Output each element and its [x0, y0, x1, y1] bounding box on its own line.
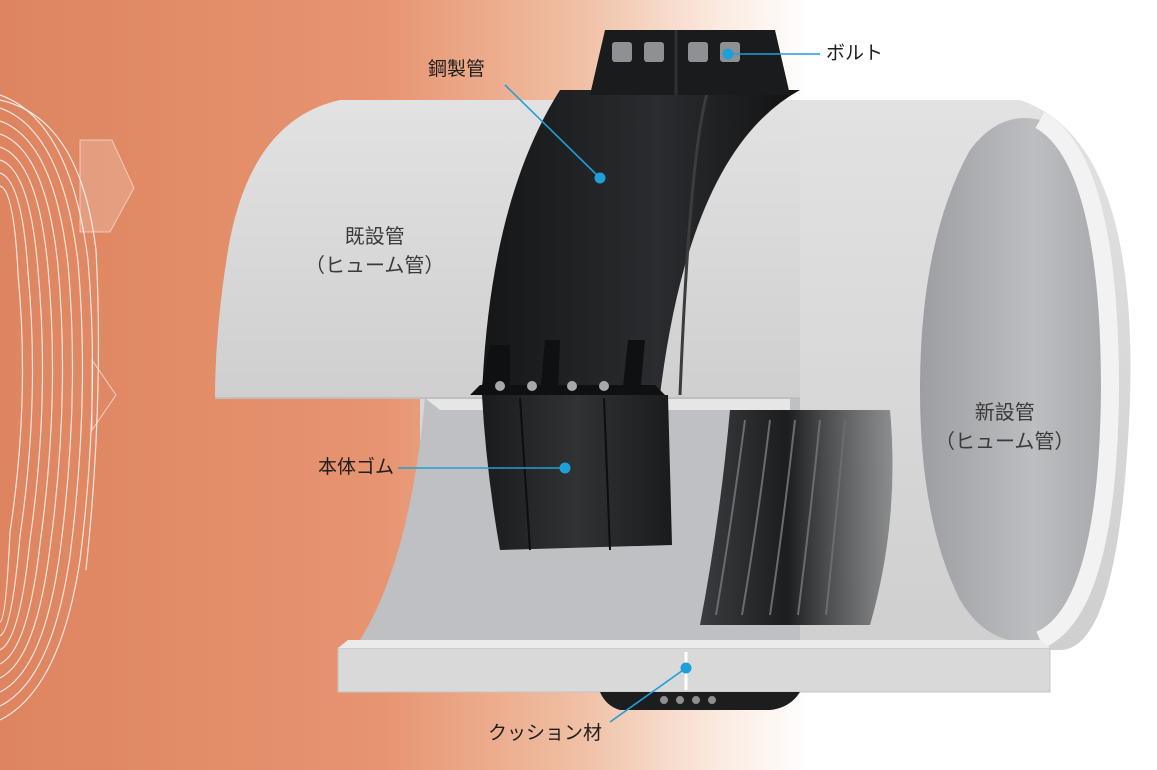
spigot-rubber	[700, 410, 893, 625]
rubber-body	[482, 395, 672, 550]
bottom-slab	[338, 648, 1050, 692]
existing-pipe-sub: （ヒューム管）	[305, 251, 444, 280]
bottom-slab-top	[338, 640, 1050, 648]
new-pipe-label: 新設管 （ヒューム管）	[935, 398, 1074, 456]
steel-pipe-label: 鋼製管	[428, 58, 485, 81]
new-pipe-sub: （ヒューム管）	[935, 427, 1074, 456]
cushion-label: クッション材	[488, 722, 602, 745]
rubber-body-label: 本体ゴム	[318, 456, 394, 479]
bolt-label: ボルト	[826, 42, 883, 65]
existing-pipe-name: 既設管	[305, 222, 444, 251]
existing-pipe-label: 既設管 （ヒューム管）	[305, 222, 444, 280]
top-bolt-flange	[590, 30, 790, 95]
new-pipe-name: 新設管	[935, 398, 1074, 427]
